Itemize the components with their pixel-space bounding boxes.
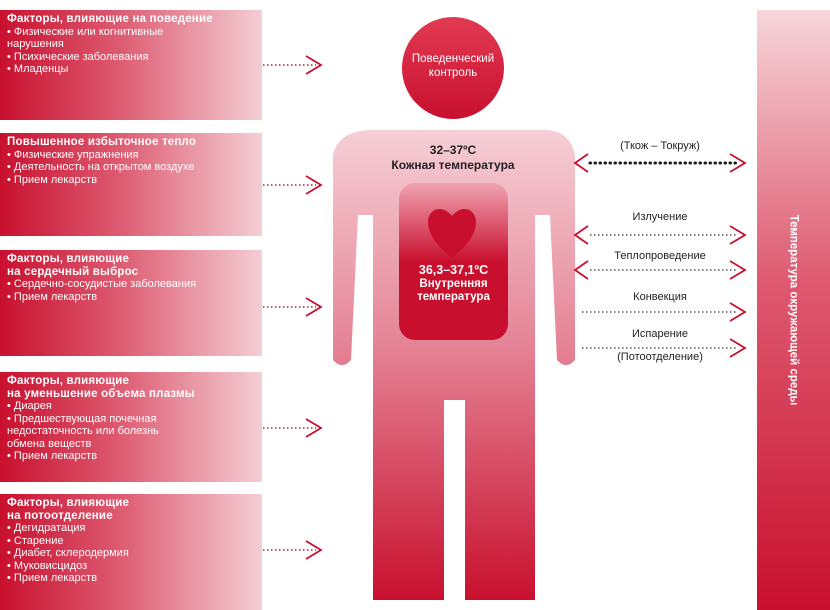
head-label-line1: Поведенческий: [411, 53, 495, 65]
factor-box-behavior: Факторы, влияющие на поведение Физически…: [0, 10, 262, 120]
factor-title: Факторы, влияющие: [7, 253, 130, 265]
head-label-line2: контроль: [428, 67, 478, 79]
factor-box-cardiac-output: Факторы, влияющие на сердечный выброс Се…: [0, 250, 262, 356]
factor-box-excess-heat: Повышенное избыточное тепло Физические у…: [0, 133, 262, 236]
core-temperature-line2: температура: [417, 291, 490, 303]
factor-box-sweating: Факторы, влияющие на потоотделение Дегид…: [0, 494, 262, 610]
factor-item: Диарея: [7, 400, 255, 413]
factor-title: Повышенное избыточное тепло: [7, 136, 197, 148]
factor-item: Деятельность на открытом воздухе: [7, 161, 255, 174]
skin-temperature-label: Кожная температура: [391, 158, 515, 172]
conduction-label: Теплопроведение: [614, 250, 706, 262]
core-temperature-line1: Внутренняя: [419, 278, 488, 290]
skin-temperature-range: 32–37ºC: [429, 143, 477, 157]
factor-item: Предшествующая почечная недостаточность …: [7, 413, 197, 451]
factor-item: Муковисцидоз: [7, 560, 255, 573]
factor-title: Факторы, влияющие на поведение: [7, 13, 213, 25]
sweating-label: (Потоотделение): [617, 351, 703, 363]
head-circle: [402, 17, 504, 119]
core-region: [399, 183, 508, 340]
factor-item: Физические упражнения: [7, 149, 255, 162]
factor-title: Факторы, влияющие: [7, 497, 130, 509]
factor-title: на потоотделение: [7, 509, 113, 522]
radiation-label: Излучение: [632, 211, 688, 223]
evaporation-label: Испарение: [631, 328, 689, 340]
factor-arrow-behavior: [263, 55, 323, 75]
conduction-arrow: [573, 260, 747, 280]
factor-item: Прием лекарств: [7, 174, 255, 187]
factor-arrow-cardiac-output: [263, 297, 323, 317]
evaporation-arrow: [582, 338, 747, 358]
factor-item: Старение: [7, 535, 255, 548]
body-silhouette: [333, 130, 575, 600]
core-temperature: 36,3–37,1ºC Внутренняя температура: [399, 264, 508, 304]
factor-item: Психические заболевания: [7, 51, 255, 64]
factor-item: Дегидратация: [7, 522, 255, 535]
factor-item: Диабет, склеродермия: [7, 547, 255, 560]
heart-icon: [428, 209, 476, 258]
convection-label: Конвекция: [633, 291, 687, 303]
core-temperature-range: 36,3–37,1ºC: [418, 263, 489, 277]
factor-item: Сердечно-сосудистые заболевания: [7, 278, 255, 291]
factor-title: на сердечный выброс: [7, 265, 139, 278]
factor-item: Физические или когнитивные нарушения: [7, 26, 197, 51]
head-label: Поведенческий контроль: [403, 52, 503, 80]
factor-item: Прием лекарств: [7, 450, 255, 463]
factor-item: Младенцы: [7, 63, 255, 76]
factor-arrow-excess-heat: [263, 175, 323, 195]
factor-arrow-sweating: [263, 540, 323, 560]
gradient-label: (Ткож – Токруж): [620, 140, 700, 152]
factor-arrow-plasma-volume: [263, 418, 323, 438]
factor-box-plasma-volume: Факторы, влияющие на уменьшение объема п…: [0, 372, 262, 482]
environment-bar: [757, 10, 830, 610]
radiation-arrow: [573, 225, 747, 245]
skin-temperature: 32–37ºC Кожная температура: [370, 143, 536, 173]
factor-title: Факторы, влияющие: [7, 375, 130, 387]
factor-title: на уменьшение объема плазмы: [7, 387, 195, 400]
factor-item: Прием лекарств: [7, 572, 255, 585]
convection-arrow: [582, 302, 747, 322]
factor-item: Прием лекарств: [7, 291, 255, 304]
gradient-arrow: [573, 153, 747, 173]
